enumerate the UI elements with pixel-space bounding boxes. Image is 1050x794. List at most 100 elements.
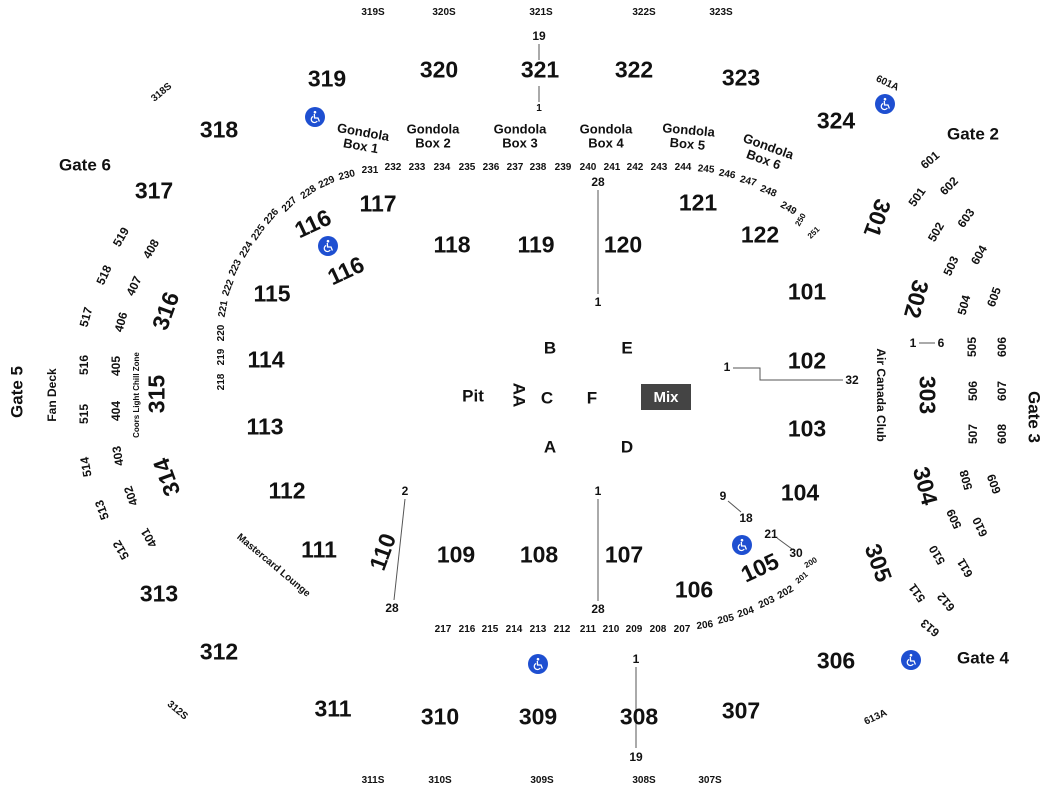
- section-label[interactable]: Gate 6: [59, 155, 111, 175]
- section-label[interactable]: D: [620, 437, 634, 457]
- section-label[interactable]: Gate 3: [1024, 391, 1044, 443]
- section-label[interactable]: 317: [134, 177, 174, 204]
- section-label[interactable]: 118: [433, 231, 471, 258]
- section-label[interactable]: 213: [529, 624, 547, 635]
- section-label[interactable]: 234: [433, 162, 451, 173]
- section-label[interactable]: B: [543, 338, 557, 358]
- section-label[interactable]: 21: [764, 527, 778, 541]
- section-label[interactable]: 315: [143, 374, 170, 414]
- section-label[interactable]: 242: [626, 162, 644, 173]
- gondola-box-label[interactable]: Gondola Box 2: [406, 121, 460, 150]
- section-label[interactable]: 319: [307, 65, 347, 92]
- section-label[interactable]: 1: [536, 103, 542, 114]
- section-label[interactable]: 322: [614, 56, 654, 83]
- section-label[interactable]: 103: [787, 415, 827, 442]
- section-label[interactable]: 231: [361, 165, 379, 176]
- section-label[interactable]: 111: [301, 536, 337, 563]
- section-label[interactable]: 311: [314, 695, 352, 722]
- section-label[interactable]: 120: [603, 231, 643, 258]
- section-label[interactable]: 112: [268, 477, 306, 504]
- section-label[interactable]: Gate 5: [7, 366, 27, 418]
- section-label[interactable]: 19: [629, 750, 643, 764]
- section-label[interactable]: 310: [420, 703, 460, 730]
- section-label[interactable]: 237: [506, 162, 524, 173]
- section-label[interactable]: 323: [721, 64, 761, 91]
- section-label[interactable]: 207: [673, 624, 691, 635]
- section-label[interactable]: 322S: [632, 7, 656, 18]
- section-label[interactable]: 324: [816, 107, 856, 134]
- section-label[interactable]: 2: [401, 484, 409, 498]
- section-label[interactable]: 106: [674, 576, 714, 603]
- section-label[interactable]: 239: [554, 162, 572, 173]
- section-label[interactable]: 208: [649, 624, 667, 635]
- section-label[interactable]: 307S: [698, 775, 722, 786]
- section-label[interactable]: 219: [216, 348, 227, 366]
- section-label[interactable]: 303: [914, 375, 941, 415]
- section-label[interactable]: 404: [109, 400, 123, 422]
- section-label[interactable]: F: [586, 388, 598, 408]
- section-label[interactable]: 212: [553, 624, 571, 635]
- section-label[interactable]: 107: [604, 541, 644, 568]
- section-label[interactable]: 216: [458, 624, 476, 635]
- section-label[interactable]: 104: [780, 479, 820, 506]
- section-label[interactable]: 320S: [432, 7, 456, 18]
- section-label[interactable]: 28: [591, 175, 605, 189]
- section-label[interactable]: 321S: [529, 7, 553, 18]
- section-label[interactable]: 308: [619, 703, 659, 730]
- section-label[interactable]: 28: [385, 601, 399, 615]
- section-label[interactable]: 515: [77, 403, 91, 425]
- section-label[interactable]: 516: [77, 354, 91, 376]
- gondola-box-label[interactable]: Gondola Box 4: [579, 121, 633, 150]
- section-label[interactable]: 310S: [428, 775, 452, 786]
- section-label[interactable]: A: [543, 437, 557, 457]
- section-label[interactable]: Gate 2: [947, 124, 999, 144]
- section-label[interactable]: 243: [650, 162, 668, 173]
- section-label[interactable]: 403: [109, 444, 127, 468]
- section-label[interactable]: 235: [458, 162, 476, 173]
- section-label[interactable]: 19: [532, 29, 546, 43]
- section-label[interactable]: 108: [519, 541, 559, 568]
- section-label[interactable]: 309: [518, 703, 558, 730]
- section-label[interactable]: 236: [482, 162, 500, 173]
- section-label[interactable]: 209: [625, 624, 643, 635]
- section-label[interactable]: 321: [520, 56, 560, 83]
- section-label[interactable]: 318: [199, 116, 239, 143]
- section-label[interactable]: 1: [594, 484, 602, 498]
- section-label[interactable]: 319S: [361, 7, 385, 18]
- section-label[interactable]: 32: [845, 373, 859, 387]
- section-label[interactable]: 1: [594, 295, 602, 309]
- section-label[interactable]: 210: [602, 624, 620, 635]
- section-label[interactable]: 607: [995, 380, 1009, 402]
- section-label[interactable]: 117: [359, 190, 397, 217]
- section-label[interactable]: E: [621, 338, 633, 358]
- section-label[interactable]: 122: [740, 221, 780, 248]
- section-label[interactable]: 6: [937, 336, 945, 350]
- section-label[interactable]: AA: [509, 382, 529, 408]
- section-label[interactable]: 241: [603, 162, 621, 173]
- section-label[interactable]: 113: [246, 413, 284, 440]
- section-label[interactable]: 218: [216, 373, 227, 391]
- section-label[interactable]: C: [540, 388, 554, 408]
- section-label[interactable]: Fan Deck: [45, 368, 59, 422]
- section-label[interactable]: 211: [579, 624, 597, 635]
- section-label[interactable]: 306: [816, 647, 856, 674]
- section-label[interactable]: 28: [591, 602, 605, 616]
- section-label[interactable]: 109: [436, 541, 476, 568]
- section-label[interactable]: 506: [966, 380, 980, 402]
- section-label[interactable]: 244: [674, 162, 692, 173]
- section-label[interactable]: 214: [505, 624, 523, 635]
- section-label[interactable]: 308S: [632, 775, 656, 786]
- section-label[interactable]: 18: [739, 511, 753, 525]
- section-label[interactable]: 505: [965, 336, 979, 358]
- section-label[interactable]: Air Canada Club: [874, 348, 888, 442]
- section-label[interactable]: 312: [199, 638, 239, 665]
- section-label[interactable]: 119: [517, 231, 555, 258]
- section-label[interactable]: 220: [216, 324, 227, 342]
- section-label[interactable]: Gate 4: [957, 648, 1009, 668]
- section-label[interactable]: 121: [678, 189, 718, 216]
- section-label[interactable]: 323S: [709, 7, 733, 18]
- section-label[interactable]: 606: [995, 336, 1009, 358]
- section-label[interactable]: Coors Light Chill Zone: [132, 352, 141, 438]
- section-label[interactable]: 217: [434, 624, 452, 635]
- section-label[interactable]: 233: [408, 162, 426, 173]
